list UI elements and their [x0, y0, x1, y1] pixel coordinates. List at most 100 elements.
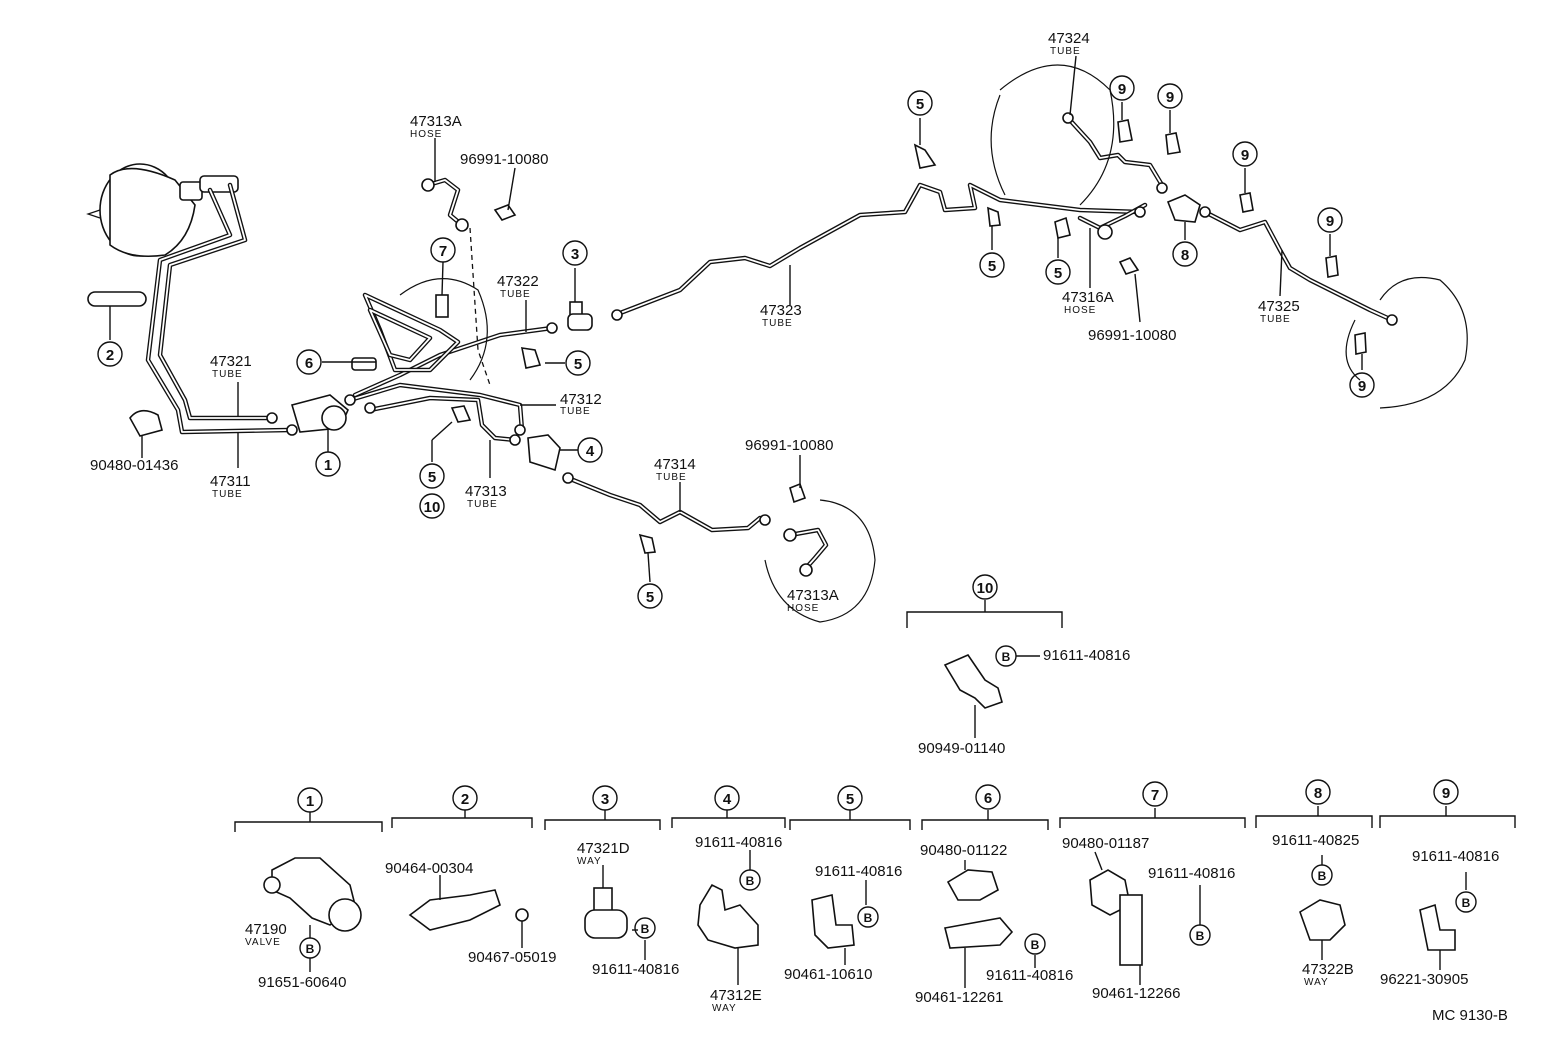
- label-96991-right: 96991-10080: [1088, 327, 1176, 344]
- label-90480-01122: 90480-01122: [920, 842, 1007, 859]
- label-47324: 47324: [1048, 30, 1090, 47]
- label-96991-top: 96991-10080: [460, 151, 548, 168]
- svg-text:2: 2: [461, 791, 469, 808]
- svg-text:4: 4: [586, 443, 595, 460]
- svg-text:B: B: [306, 942, 315, 956]
- callout-9: 9: [1109, 75, 1135, 101]
- label-96991-mid: 96991-10080: [745, 437, 833, 454]
- svg-text:5: 5: [428, 469, 436, 486]
- label-47322: 47322: [497, 273, 539, 290]
- label-47321d-sub: WAY: [577, 856, 602, 867]
- label-47316a-sub: HOSE: [1064, 305, 1096, 316]
- group-2-callout: 2: [452, 785, 478, 811]
- bolt-ref: B: [995, 645, 1017, 667]
- svg-text:B: B: [746, 874, 755, 888]
- svg-text:10: 10: [977, 580, 994, 597]
- svg-text:5: 5: [646, 589, 654, 606]
- svg-text:6: 6: [984, 790, 992, 807]
- group-8-callout: 8: [1305, 779, 1331, 805]
- label-47314-sub: TUBE: [656, 472, 687, 483]
- label-g3-bolt: 91611-40816: [592, 961, 679, 978]
- svg-text:3: 3: [601, 791, 609, 808]
- label-91651-60640: 91651-60640: [258, 974, 346, 991]
- svg-text:5: 5: [574, 356, 582, 373]
- callout-10: 10: [419, 493, 445, 519]
- svg-text:5: 5: [916, 96, 924, 113]
- label-47325: 47325: [1258, 298, 1300, 315]
- bolt-ref: B: [299, 937, 321, 959]
- bolt-ref: B: [739, 869, 761, 891]
- label-96221-30905: 96221-30905: [1380, 971, 1468, 988]
- svg-text:B: B: [1462, 896, 1471, 910]
- leader-lines: [109, 55, 1363, 738]
- callout-9: 9: [1232, 141, 1258, 167]
- svg-text:7: 7: [439, 243, 447, 260]
- bolt-ref: B: [1189, 924, 1211, 946]
- label-47313: 47313: [465, 483, 507, 500]
- label-47312e: 47312E: [710, 987, 762, 1004]
- svg-text:8: 8: [1314, 785, 1322, 802]
- tube-fittings: [266, 112, 1398, 577]
- label-90480-01187: 90480-01187: [1062, 835, 1149, 852]
- label-47316a: 47316A: [1062, 289, 1114, 306]
- drawing-id: MC 9130-B: [1432, 1007, 1508, 1024]
- label-47323: 47323: [760, 302, 802, 319]
- svg-text:9: 9: [1358, 378, 1366, 395]
- bolt-ref: B: [1311, 864, 1333, 886]
- label-47190-sub: VALVE: [245, 937, 281, 948]
- svg-text:B: B: [864, 911, 873, 925]
- svg-text:B: B: [1196, 929, 1205, 943]
- group-brackets: [234, 806, 1516, 832]
- label-g10-clamp: 90949-01140: [918, 740, 1005, 757]
- callout-8: 8: [1172, 241, 1198, 267]
- svg-text:1: 1: [306, 793, 314, 810]
- callout-1: 1: [315, 451, 341, 477]
- svg-text:1: 1: [324, 457, 332, 474]
- group-10-clamp: [943, 654, 1003, 709]
- callout-5: 5: [979, 252, 1005, 278]
- label-90461-12266: 90461-12266: [1092, 985, 1180, 1002]
- callout-5: 5: [637, 583, 663, 609]
- svg-text:9: 9: [1442, 785, 1450, 802]
- label-g4-bolt: 91611-40816: [695, 834, 782, 851]
- svg-text:7: 7: [1151, 787, 1159, 804]
- label-90467-05019: 90467-05019: [468, 949, 556, 966]
- svg-text:9: 9: [1166, 89, 1174, 106]
- label-47322b-sub: WAY: [1304, 977, 1329, 988]
- callout-6: 6: [296, 349, 322, 375]
- svg-text:10: 10: [424, 499, 441, 516]
- callout-5: 5: [907, 90, 933, 116]
- label-g8-bolt: 91611-40825: [1272, 832, 1359, 849]
- label-47311: 47311: [210, 473, 251, 490]
- part-labels: 47313A HOSE 96991-10080 47324 TUBE 47322…: [90, 30, 1508, 1024]
- label-90464-00304: 90464-00304: [385, 860, 473, 877]
- callout-10: 10: [972, 574, 998, 600]
- svg-text:8: 8: [1181, 247, 1189, 264]
- label-47321d: 47321D: [577, 840, 630, 857]
- label-g9-bolt: 91611-40816: [1412, 848, 1499, 865]
- svg-text:3: 3: [571, 246, 579, 263]
- label-47313-sub: TUBE: [467, 499, 498, 510]
- label-47312-sub: TUBE: [560, 406, 591, 417]
- group-7-callout: 7: [1142, 781, 1168, 807]
- label-47325-sub: TUBE: [1260, 314, 1291, 325]
- callout-5: 5: [565, 350, 591, 376]
- svg-text:5: 5: [846, 791, 854, 808]
- label-47324-sub: TUBE: [1050, 46, 1081, 57]
- svg-text:4: 4: [723, 791, 732, 808]
- group-1-callout: 1: [297, 787, 323, 813]
- bolt-ref: B: [857, 906, 879, 928]
- bolt-ref: B: [1024, 933, 1046, 955]
- main-parts: [87, 119, 1367, 554]
- callout-4: 4: [577, 437, 603, 463]
- label-47322b: 47322B: [1302, 961, 1354, 978]
- group-4-callout: 4: [714, 785, 740, 811]
- callouts: 1 2 3 4 5 6 7 5 10 5 5 5 5 9 9 8 9 9 9 1…: [97, 75, 1477, 959]
- bolt-ref: B: [1455, 891, 1477, 913]
- group-3-callout: 3: [592, 785, 618, 811]
- svg-text:B: B: [1002, 650, 1011, 664]
- label-47312: 47312: [560, 391, 602, 408]
- group-6-callout: 6: [975, 784, 1001, 810]
- label-47312e-sub: WAY: [712, 1003, 737, 1014]
- bottom-parts: [263, 850, 1467, 988]
